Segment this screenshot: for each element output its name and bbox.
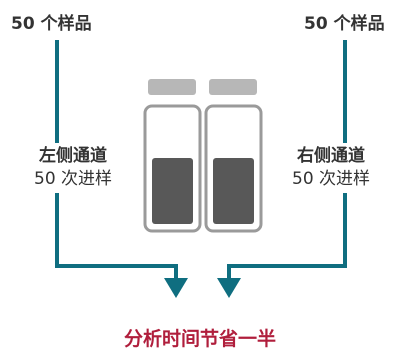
summary-text: 分析时间节省一半 [123,328,276,350]
right-channel-label: 右侧通道 50 次进样 [288,143,375,193]
left-channel-label: 左侧通道 50 次进样 [30,143,117,193]
right-sample-count: 50 个样品 [304,14,385,34]
left-arrow-head [164,278,188,298]
right-vial-icon [204,79,263,233]
right-injection-count: 50 次进样 [292,169,371,189]
left-injection-count: 50 次进样 [34,169,113,189]
left-sample-count: 50 个样品 [11,14,92,34]
left-channel-name: 左侧通道 [39,146,108,166]
right-channel-name: 右侧通道 [297,146,366,166]
left-vial-icon [143,79,202,233]
right-arrow-head [217,278,241,298]
